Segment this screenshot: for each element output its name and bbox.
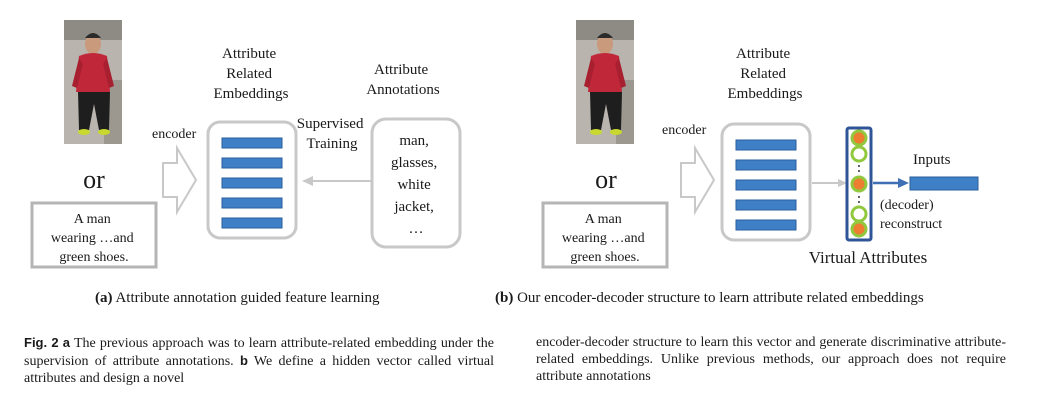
encode-arrow-head	[838, 179, 847, 187]
figure-caption-right: encoder-decoder structure to learn this …	[536, 334, 1006, 385]
subcaption-b-tag: (b)	[495, 290, 514, 306]
node-filled-1	[850, 129, 868, 147]
inputs-label: Inputs	[913, 152, 951, 168]
node-filled-2	[850, 175, 868, 193]
caption-text-a: The previous approach was to learn attri…	[24, 336, 494, 369]
encoder-arrow-b	[680, 144, 716, 216]
ellipsis-dot	[858, 196, 860, 198]
figure-label: Fig. 2	[24, 335, 59, 350]
inputs-bar	[909, 176, 979, 191]
node-empty-2	[850, 205, 868, 223]
node-filled-3	[850, 220, 868, 238]
virtual-attribute-nodes	[850, 129, 868, 238]
node-empty-1	[850, 145, 868, 163]
figure-diagram: or A man wearing …and green shoes. encod…	[30, 20, 979, 269]
caption-part-b: b	[239, 353, 248, 368]
supervised-training-label: Supervised Training	[297, 116, 367, 152]
subcaption-a-tag: (a)	[95, 290, 113, 306]
caption-part-a: a	[62, 335, 71, 350]
embeddings-title-a: Attribute Related Embeddings	[214, 46, 289, 102]
panel-b: or A man wearing …and green shoes. encod…	[541, 20, 979, 269]
subcaption-b: (b) Our encoder-decoder structure to lea…	[495, 290, 924, 307]
person-photo-a	[64, 20, 122, 144]
caption-text-b: We define a hidden vector called virtual…	[24, 354, 495, 386]
person-photo-b	[576, 20, 634, 144]
or-text-a: or	[83, 165, 105, 194]
decoder-arrow-head	[898, 178, 909, 188]
annotation-list: man, glasses, white jacket, …	[391, 133, 441, 237]
ellipsis-dot	[858, 201, 860, 203]
text-description-box-a	[30, 201, 158, 269]
annotations-box	[370, 117, 462, 249]
ellipsis-dot	[858, 170, 860, 172]
subcaption-a: (a) Attribute annotation guided feature …	[95, 290, 380, 307]
annotations-title: Attribute Annotations	[366, 62, 439, 98]
figure-caption-left: Fig. 2 a The previous approach was to le…	[24, 334, 494, 387]
text-description-a: A man wearing …and green shoes.	[51, 212, 137, 265]
subcaption-b-text: Our encoder-decoder structure to learn a…	[517, 290, 924, 306]
encoder-label-b: encoder	[662, 123, 707, 138]
caption-text-right: encoder-decoder structure to learn this …	[536, 335, 1006, 384]
panel-a: or A man wearing …and green shoes. encod…	[30, 20, 462, 269]
text-description-box-b	[541, 201, 669, 269]
text-description-b: A man wearing …and green shoes.	[562, 212, 648, 265]
encoder-arrow-a	[162, 144, 198, 216]
subcaption-a-text: Attribute annotation guided feature lear…	[115, 290, 380, 306]
ellipsis-dot	[858, 165, 860, 167]
encoder-label-a: encoder	[152, 127, 197, 142]
decoder-reconstruct-label: (decoder) reconstruct	[880, 198, 942, 232]
virtual-attributes-label: Virtual Attributes	[809, 248, 927, 267]
embeddings-title-b: Attribute Related Embeddings	[728, 46, 803, 102]
or-text-b: or	[595, 165, 617, 194]
supervision-arrow-head	[302, 176, 313, 186]
